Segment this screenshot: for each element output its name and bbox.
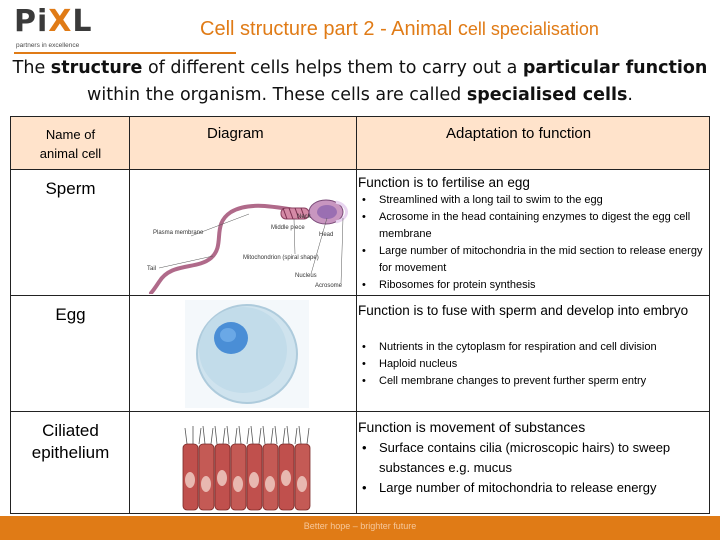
list-item: Haploid nucleus	[358, 356, 708, 373]
cell-nuclei	[185, 470, 307, 492]
leader-line	[158, 255, 214, 269]
list-item: Acrosome in the head containing enzymes …	[358, 209, 708, 243]
intro-bold: specialised cells	[466, 85, 628, 105]
label-nucleus: Nucleus	[295, 273, 317, 279]
table-header-row: Name of animal cell Diagram Adaptation t…	[10, 116, 710, 170]
sperm-nucleus	[317, 205, 337, 219]
leader-line	[310, 217, 328, 275]
label-head: Head	[319, 232, 333, 238]
footer-slogan: Better hope – brighter future	[303, 521, 417, 531]
header-diagram: Diagram	[207, 125, 264, 142]
egg-cytoplasm	[199, 307, 287, 393]
table-row-egg: Egg Function is to fuse with sperm and d…	[10, 296, 710, 412]
adaptation-list-sperm: Streamlined with a long tail to swim to …	[358, 192, 708, 294]
leader-line	[293, 218, 296, 255]
intro-bold: structure	[50, 58, 143, 78]
cilia	[184, 425, 310, 445]
leader-line	[340, 217, 344, 285]
function-egg: Function is to fuse with sperm and devel…	[358, 303, 689, 318]
mitochondria-spiral	[282, 207, 306, 220]
label-tail: Tail	[147, 266, 156, 272]
intro-text: The structure of different cells helps t…	[10, 55, 710, 109]
label-middle: Middle piece	[271, 225, 305, 231]
adaptation-list-egg: Nutrients in the cytoplasm for respirati…	[358, 339, 708, 390]
label-mito: Mitochondrion (spiral shape)	[243, 255, 319, 261]
list-item: Streamlined with a long tail to swim to …	[358, 192, 708, 209]
page-title: Cell structure part 2 - Animal cell spec…	[200, 18, 712, 41]
adaptation-list-ciliated: Surface contains cilia (microscopic hair…	[358, 438, 708, 498]
function-sperm: Function is to fertilise an egg	[358, 175, 530, 190]
sperm-diagram: Neck Plasma membrane Middle piece Head T…	[147, 199, 348, 294]
cell-name-ciliated: Ciliated epithelium	[31, 421, 110, 462]
logo-wordmark: PiXL	[14, 4, 93, 39]
ciliated-epithelium-diagram	[182, 425, 311, 511]
list-item: Cell membrane changes to prevent further…	[358, 373, 708, 390]
intro-seg: within the organism. These cells are cal…	[87, 85, 467, 105]
table-row-sperm: Sperm Neck Plasma membrane Middle piece …	[10, 170, 710, 296]
logo-tagline: partners in excellence	[16, 42, 80, 49]
page-title-part1: Cell structure part 2 - Animal c	[200, 18, 468, 40]
specialised-cells-table: Name of animal cell Diagram Adaptation t…	[10, 116, 710, 514]
list-item: Large number of mitochondria in the mid …	[358, 243, 708, 277]
intro-seg: .	[627, 85, 633, 105]
egg-diagram	[185, 300, 309, 408]
intro-seg: The	[12, 58, 51, 78]
column-divider	[356, 116, 357, 514]
sperm-tail	[149, 203, 321, 294]
egg-nucleolus	[220, 328, 236, 342]
header-adaptation: Adaptation to function	[446, 125, 592, 142]
cell-name-egg: Egg	[55, 305, 86, 324]
label-plasma: Plasma membrane	[153, 230, 204, 236]
leader-line	[190, 213, 250, 237]
table-row-ciliated-epithelium: Ciliated epithelium	[10, 412, 710, 514]
list-item: Ribosomes for protein synthesis	[358, 277, 708, 294]
function-ciliated: Function is movement of substances	[358, 419, 586, 435]
sperm-acrosome	[335, 200, 348, 224]
cell-name-sperm: Sperm	[45, 179, 96, 198]
footer-bar: Better hope – brighter future	[0, 516, 720, 540]
intro-bold: particular function	[522, 58, 708, 78]
column-divider	[129, 116, 130, 514]
header-name: Name of animal cell	[39, 127, 102, 161]
page-title-part2: ell specialisation	[467, 19, 599, 39]
label-acrosome: Acrosome	[315, 283, 343, 289]
label-neck: Neck	[297, 214, 312, 220]
pixl-logo: PiXL partners in excellence	[14, 4, 124, 50]
list-item: Nutrients in the cytoplasm for respirati…	[358, 339, 708, 356]
list-item: Large number of mitochondria to release …	[358, 478, 708, 498]
header-rule	[14, 52, 236, 54]
list-item: Surface contains cilia (microscopic hair…	[358, 438, 708, 478]
intro-seg: of different cells helps them to carry o…	[142, 58, 523, 78]
